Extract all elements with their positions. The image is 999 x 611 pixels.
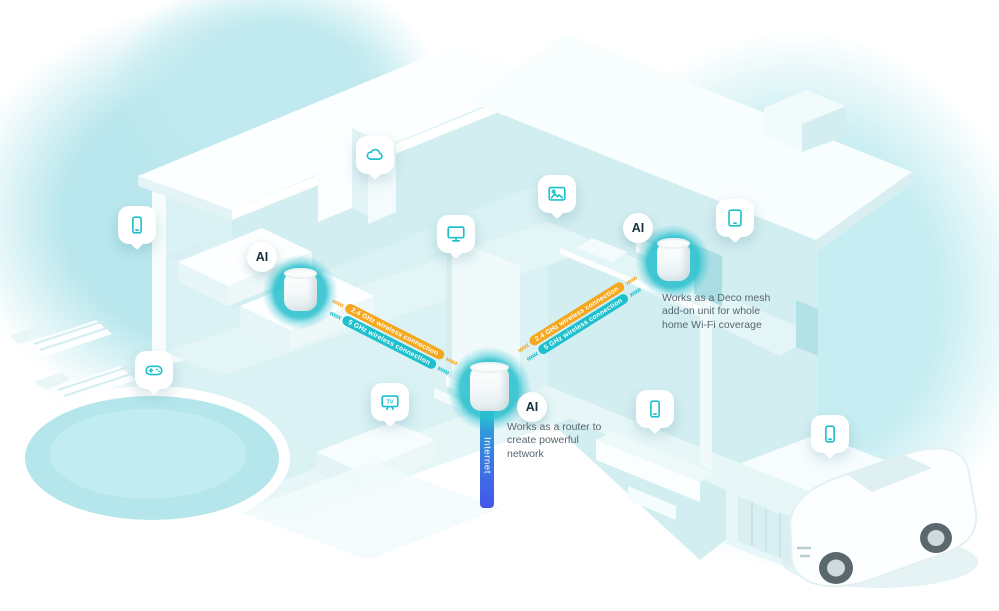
ai-badge-left: AI [247,242,277,272]
deco-unit-left [261,253,339,331]
ai-badge-right: AI [623,213,653,243]
pin-smartphone-kitchen [636,390,674,428]
lounge-chairs [10,320,136,406]
monitor-icon [447,226,465,242]
deco-device [283,268,317,311]
pin-tv: TV [371,383,409,421]
gamepad-icon [145,365,163,376]
pin-tablet [716,199,754,237]
pool-terrace [14,386,500,560]
photo-icon [548,186,566,201]
caption-addon: Works as a Deco mesh add-on unit for who… [662,292,771,331]
deco-device [469,362,509,411]
pin-gamepad [135,351,173,389]
cloud-icon [366,148,383,160]
ai-badge-center: AI [517,392,547,422]
smartphone-icon [825,425,835,443]
car [782,447,978,588]
pin-smartphone-bedroom [118,206,156,244]
tablet-icon [728,209,742,227]
pin-smartphone-garage [811,415,849,453]
pin-cloud [356,136,394,174]
smartphone-icon [132,216,142,234]
deco-device [656,238,690,281]
caption-router: Works as a router to create powerful net… [507,421,602,460]
pin-monitor [437,215,475,253]
smartphone-icon [650,400,660,418]
tv-icon: TV [381,395,399,411]
deco-unit-center [445,345,533,433]
tv-icon-label: TV [386,400,393,406]
internet-label: Internet [481,437,493,475]
pin-photo [538,175,576,213]
